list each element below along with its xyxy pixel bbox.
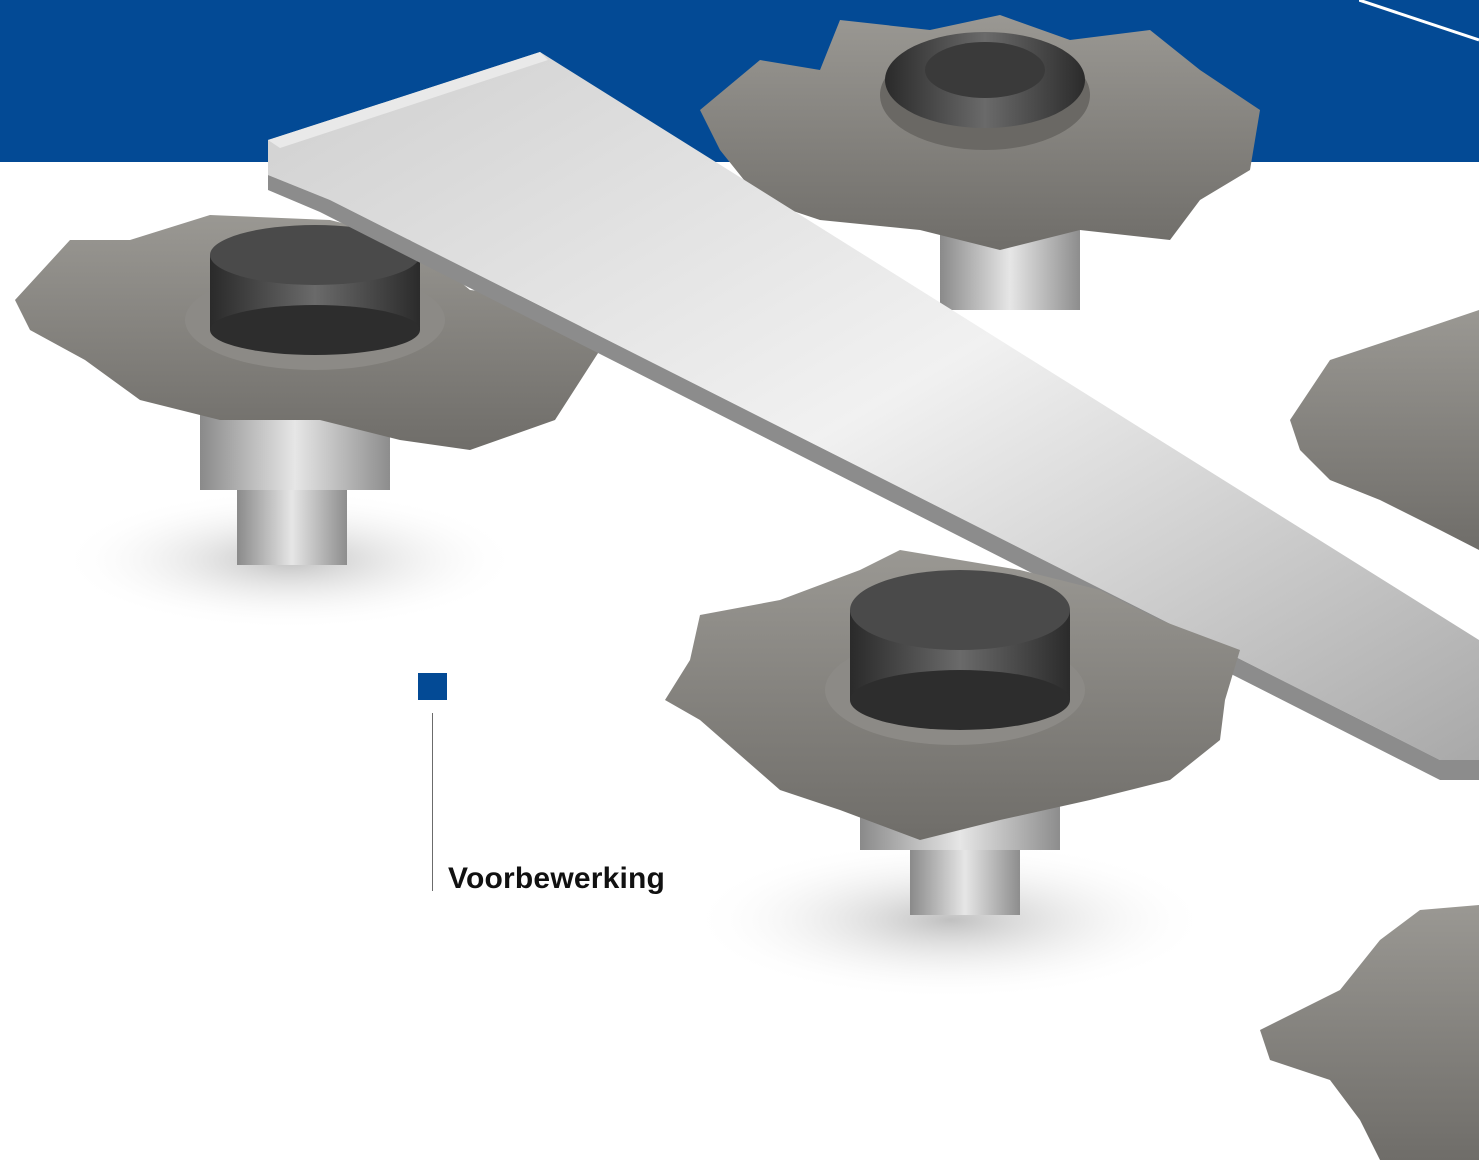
callout-label: Voorbewerking <box>448 862 666 895</box>
cutter-bottom-right <box>1260 905 1479 1160</box>
cutter-top <box>700 15 1260 310</box>
blue-square-marker-icon <box>418 673 447 700</box>
callout-leader-line <box>432 713 433 891</box>
corner-decoration <box>1359 0 1479 46</box>
cutter-center <box>665 550 1240 915</box>
cutter-right <box>1290 310 1479 550</box>
cutter-left <box>15 215 600 565</box>
